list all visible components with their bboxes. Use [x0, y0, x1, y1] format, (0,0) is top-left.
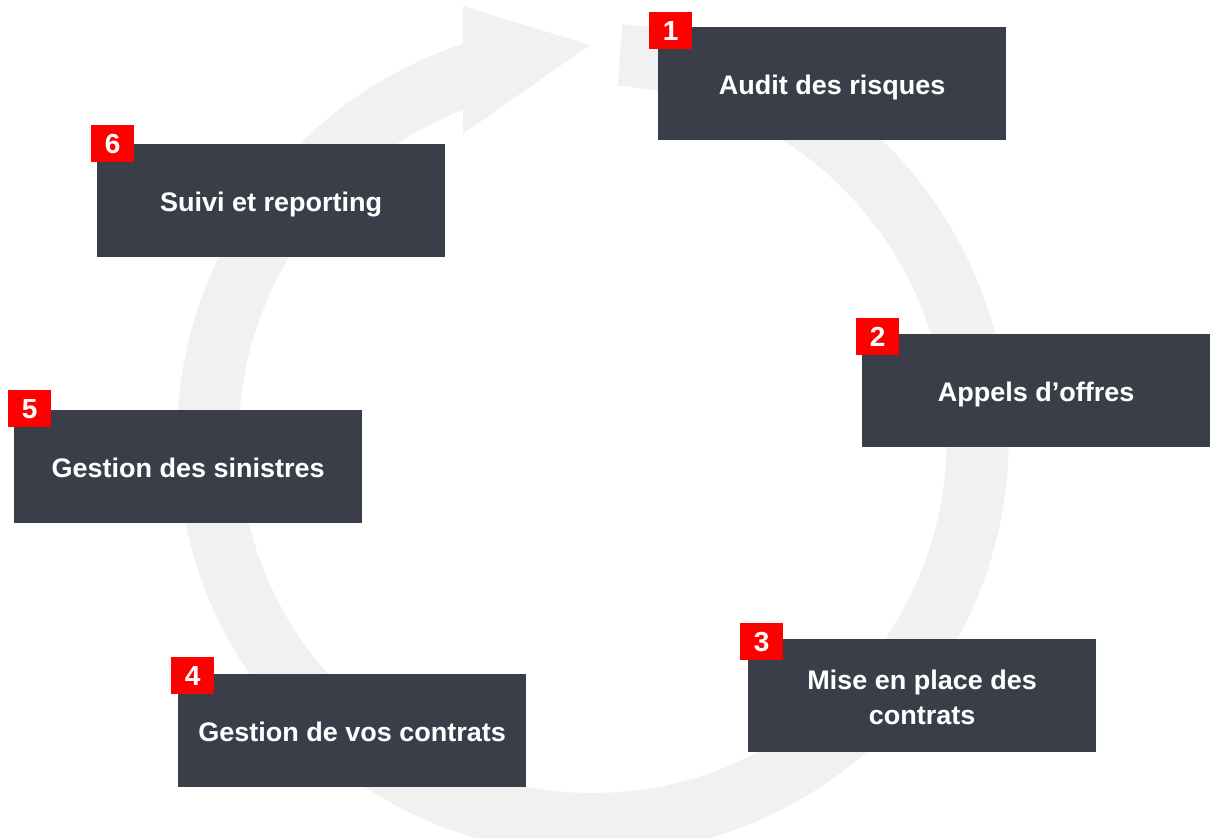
step-box-audit-des-risques: Audit des risques [658, 27, 1006, 140]
step-box-mise-en-place-des-contrats: Mise en place des contrats [748, 639, 1096, 752]
step-number-badge: 1 [649, 12, 692, 49]
step-number-badge: 5 [8, 390, 51, 427]
step-label: Appels d’offres [937, 377, 1135, 407]
step-box-suivi-et-reporting: Suivi et reporting [97, 144, 445, 257]
cycle-ring-arc [176, 24, 1009, 838]
step-number-badge: 3 [740, 623, 783, 660]
step-label: Suivi et reporting [159, 187, 383, 217]
step-label: Audit des risques [718, 70, 946, 100]
step-label: Gestion des sinistres [51, 453, 325, 483]
step-number-badge: 2 [856, 318, 899, 355]
step-box-gestion-de-vos-contrats: Gestion de vos contrats [178, 674, 526, 787]
cycle-arrow-head [463, 6, 590, 134]
step-box-appels-d-offres: Appels d’offres [862, 334, 1210, 447]
step-box-gestion-des-sinistres: Gestion des sinistres [14, 410, 362, 523]
step-number-badge: 6 [91, 125, 134, 162]
step-label: Gestion de vos contrats [198, 717, 506, 747]
step-number-badge: 4 [171, 657, 214, 694]
step-label: Mise en place des contrats [807, 664, 1037, 730]
